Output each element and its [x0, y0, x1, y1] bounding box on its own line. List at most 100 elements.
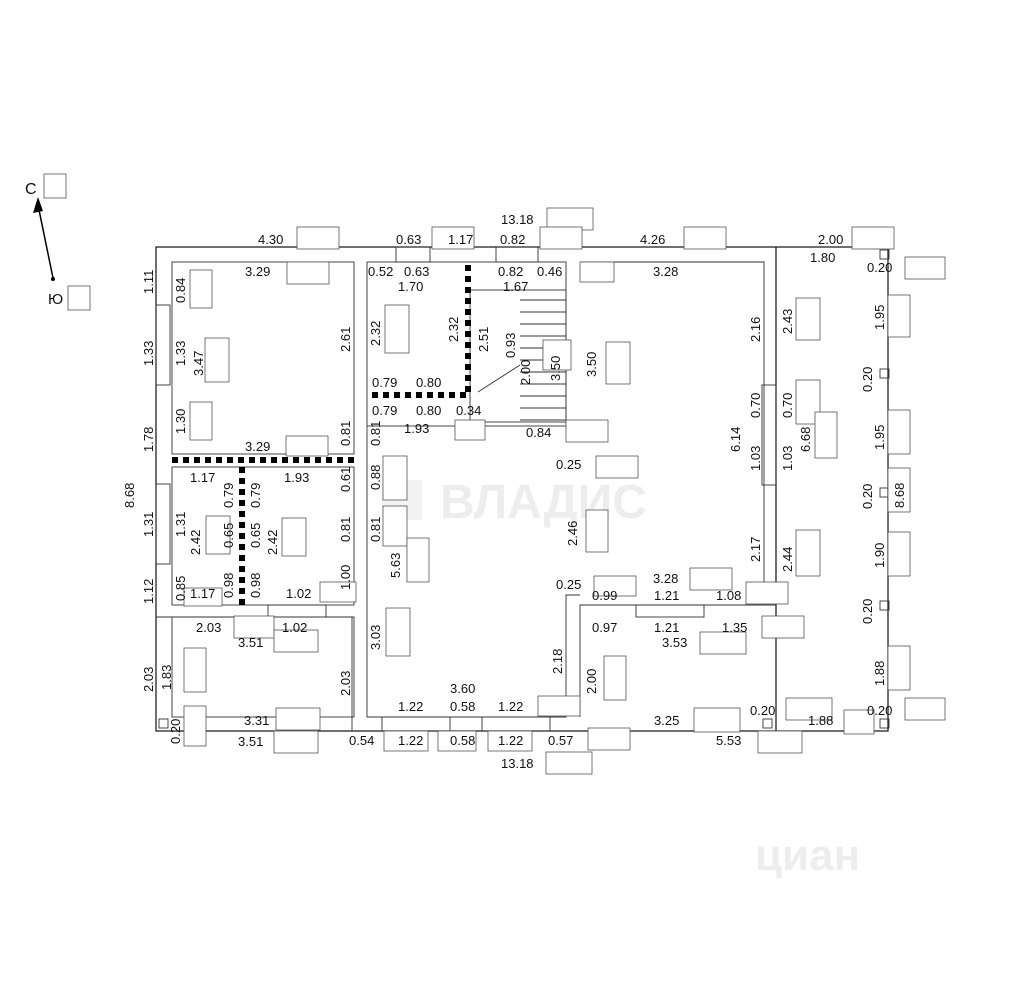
- dimension-label: 0.58: [450, 699, 475, 714]
- dimension-label: 0.82: [500, 232, 525, 247]
- dimension-label: 0.99: [592, 588, 617, 603]
- dimension-label: 0.20: [867, 260, 892, 275]
- dimension-box: [761, 615, 805, 639]
- dimension-label: 0.98: [248, 573, 263, 598]
- dimension-label: 0.57: [548, 733, 573, 748]
- dimension-box: [887, 409, 911, 455]
- dimension-box: [189, 401, 213, 441]
- dimension-label: 1.30: [173, 409, 188, 434]
- dimension-box: [689, 567, 733, 591]
- dimension-label: 1.02: [282, 620, 307, 635]
- dimension-box: [539, 226, 583, 250]
- dimension-label: 13.18: [501, 212, 534, 227]
- dimension-label: 0.65: [248, 523, 263, 548]
- dimension-labels-vertical: 1.11 0.84 1.33 1.33 3.47 1.78 1.30 8.68 …: [122, 270, 907, 744]
- dimension-label: 0.81: [368, 517, 383, 542]
- compass: С Ю: [25, 173, 91, 311]
- watermark: ВЛАДИС циан: [382, 476, 860, 880]
- window: [481, 716, 551, 732]
- dimension-label: 3.51: [238, 635, 263, 650]
- arrow-head-icon: [33, 197, 43, 213]
- dimension-label: 3.51: [238, 734, 263, 749]
- dimension-box: [233, 615, 275, 639]
- dimension-label: 0.70: [780, 393, 795, 418]
- dimension-box: [285, 435, 329, 457]
- dimension-label: 6.14: [728, 427, 743, 452]
- dimension-label: 3.29: [245, 439, 270, 454]
- dimension-box: [183, 647, 207, 693]
- dimension-box: [273, 730, 319, 754]
- dimension-label: 4.26: [640, 232, 665, 247]
- dimension-label: 1.22: [398, 699, 423, 714]
- dimension-label: 1.67: [503, 279, 528, 294]
- compass-south-label: Ю: [48, 291, 63, 308]
- dimension-label: 2.03: [338, 671, 353, 696]
- dimension-label: 1.33: [141, 341, 156, 366]
- dimension-label: 0.88: [368, 465, 383, 490]
- dimension-label: 0.81: [338, 517, 353, 542]
- dimension-label: 1.02: [286, 586, 311, 601]
- dimension-label: 2.32: [368, 321, 383, 346]
- dimension-label: 0.25: [556, 457, 581, 472]
- dimension-label: 0.63: [396, 232, 421, 247]
- dimension-label: 8.68: [122, 483, 137, 508]
- dimension-label: 2.46: [565, 521, 580, 546]
- dimension-box: [603, 655, 627, 701]
- terrace-posts: [158, 249, 890, 729]
- dimension-label: 0.54: [349, 733, 374, 748]
- dimension-label: 0.93: [503, 333, 518, 358]
- north-arrow-icon: [37, 204, 54, 279]
- dimension-label: 2.51: [476, 327, 491, 352]
- dimension-label: 1.03: [748, 446, 763, 471]
- dimension-box: [382, 455, 408, 501]
- dimension-label: 1.22: [398, 733, 423, 748]
- dimension-box: [454, 419, 486, 441]
- dimension-label: 0.52: [368, 264, 393, 279]
- dimension-box: [205, 515, 231, 555]
- dimension-box: [795, 529, 821, 577]
- window: [761, 384, 777, 486]
- dimension-box: [683, 226, 727, 250]
- dimension-label: 1.88: [808, 713, 833, 728]
- compass-box: [43, 173, 67, 199]
- dimension-label: 3.31: [244, 713, 269, 728]
- dimension-box: [745, 581, 789, 605]
- dimension-box: [843, 709, 875, 735]
- dimension-label: 0.61: [338, 467, 353, 492]
- label-boxes: [183, 207, 946, 775]
- dimension-label: 6.68: [798, 427, 813, 452]
- dimension-label: 1.95: [872, 305, 887, 330]
- dimension-label: 0.80: [416, 375, 441, 390]
- dimension-label: 1.22: [498, 699, 523, 714]
- dimension-label: 0.81: [338, 421, 353, 446]
- column: [762, 718, 773, 729]
- dimension-box: [273, 629, 319, 653]
- inner-wall-outline: [366, 426, 580, 718]
- dimension-label: 0.80: [416, 403, 441, 418]
- window: [155, 483, 171, 565]
- dimension-label: 1.90: [872, 543, 887, 568]
- dimension-box: [383, 730, 429, 752]
- dimension-label: 2.42: [265, 530, 280, 555]
- dimension-label: 1.33: [173, 341, 188, 366]
- dimension-box: [785, 697, 833, 721]
- dimension-box: [565, 419, 609, 443]
- dimension-label: 1.00: [338, 565, 353, 590]
- dimension-label: 0.20: [860, 484, 875, 509]
- dimension-label: 2.03: [196, 620, 221, 635]
- dimension-label: 2.18: [550, 649, 565, 674]
- dimension-label: 3.25: [654, 713, 679, 728]
- column: [879, 249, 890, 260]
- column: [879, 718, 890, 729]
- dimension-box: [319, 581, 357, 603]
- stair-arrow-icon: [477, 364, 521, 393]
- dimension-box: [275, 707, 321, 731]
- dimension-box: [183, 587, 223, 607]
- dimension-label: 5.53: [716, 733, 741, 748]
- dimension-box: [382, 505, 408, 547]
- dimension-box: [887, 645, 911, 691]
- dimension-label: 1.93: [404, 421, 429, 436]
- dimension-label: 1.21: [654, 620, 679, 635]
- dimension-label: 1.78: [141, 427, 156, 452]
